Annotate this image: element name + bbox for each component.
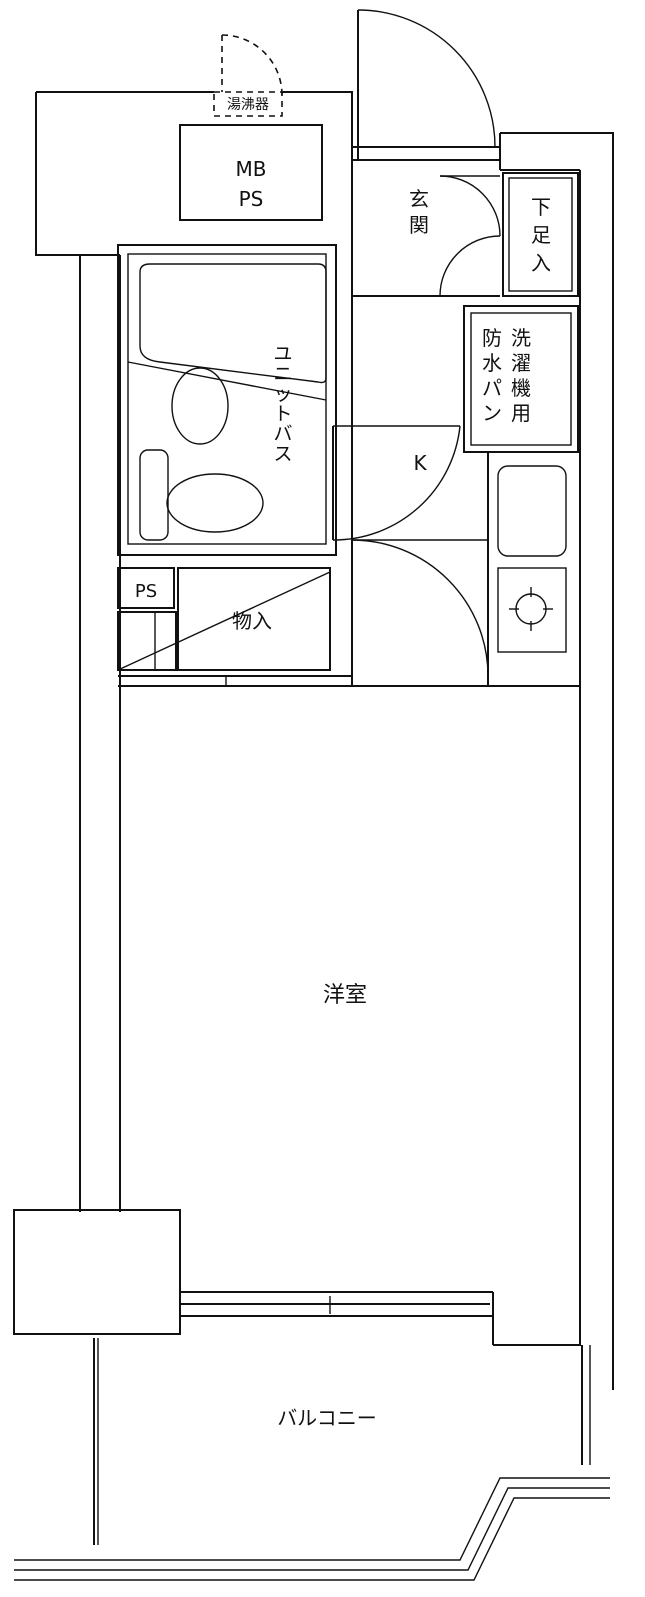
- structural-column: [13, 1209, 181, 1335]
- washer-pan-col1-char: 防: [482, 326, 502, 350]
- washer-pan-col2-char: 機: [511, 376, 531, 400]
- balcony-label: バルコニー: [277, 1406, 377, 1430]
- unit-bath-char: ト: [273, 403, 292, 425]
- mb-ps-box: [179, 124, 323, 221]
- kitchen-counter: [487, 452, 567, 686]
- shoe-box-char: 下: [531, 195, 551, 219]
- storage-label: 物入: [232, 609, 272, 633]
- shoe-box-char: 入: [531, 251, 551, 275]
- entrance-door: [357, 9, 496, 148]
- shoe-box-char: 足: [531, 223, 551, 247]
- washer-pan-col1-char: 水: [482, 351, 502, 375]
- washer-pan-col1-char: ン: [482, 401, 502, 425]
- ps-label-top: PS: [239, 187, 264, 211]
- water-heater-door: [213, 34, 283, 117]
- mb-label: MB: [236, 157, 267, 181]
- entrance-text: 玄関: [409, 187, 429, 237]
- ps-small-label: PS: [135, 581, 157, 602]
- unit-bath-char: ユ: [273, 343, 292, 365]
- washer-pan-col2-char: 濯: [511, 351, 531, 375]
- western-room-label: 洋室: [323, 983, 367, 1008]
- unit-bath: [117, 244, 337, 556]
- balcony: [14, 1338, 610, 1581]
- washer-pan-col1-char: パ: [482, 376, 502, 400]
- kitchen-label: K: [413, 451, 427, 475]
- kitchen-doors: [332, 425, 489, 686]
- unit-bath-char: バ: [273, 423, 292, 445]
- entrance-area: [352, 175, 501, 297]
- shoe-box-label: 下足入: [531, 195, 551, 275]
- washer-pan-col2-char: 用: [511, 401, 531, 425]
- washer-pan: [463, 305, 579, 453]
- stove-burner-icon: [515, 593, 547, 625]
- washer-pan-col2-char: 洗: [511, 326, 531, 350]
- outer-walls: [35, 10, 614, 1390]
- shoe-box: [502, 172, 579, 297]
- unit-bath-char: ス: [273, 443, 292, 465]
- unit-bath-char: ニ: [273, 363, 292, 385]
- balcony-window: [180, 1291, 494, 1345]
- water-heater-label: 湯沸器: [227, 96, 269, 113]
- western-room: [119, 685, 580, 1212]
- unit-bath-char: ッ: [273, 383, 292, 405]
- entrance-label: 玄関: [409, 187, 429, 237]
